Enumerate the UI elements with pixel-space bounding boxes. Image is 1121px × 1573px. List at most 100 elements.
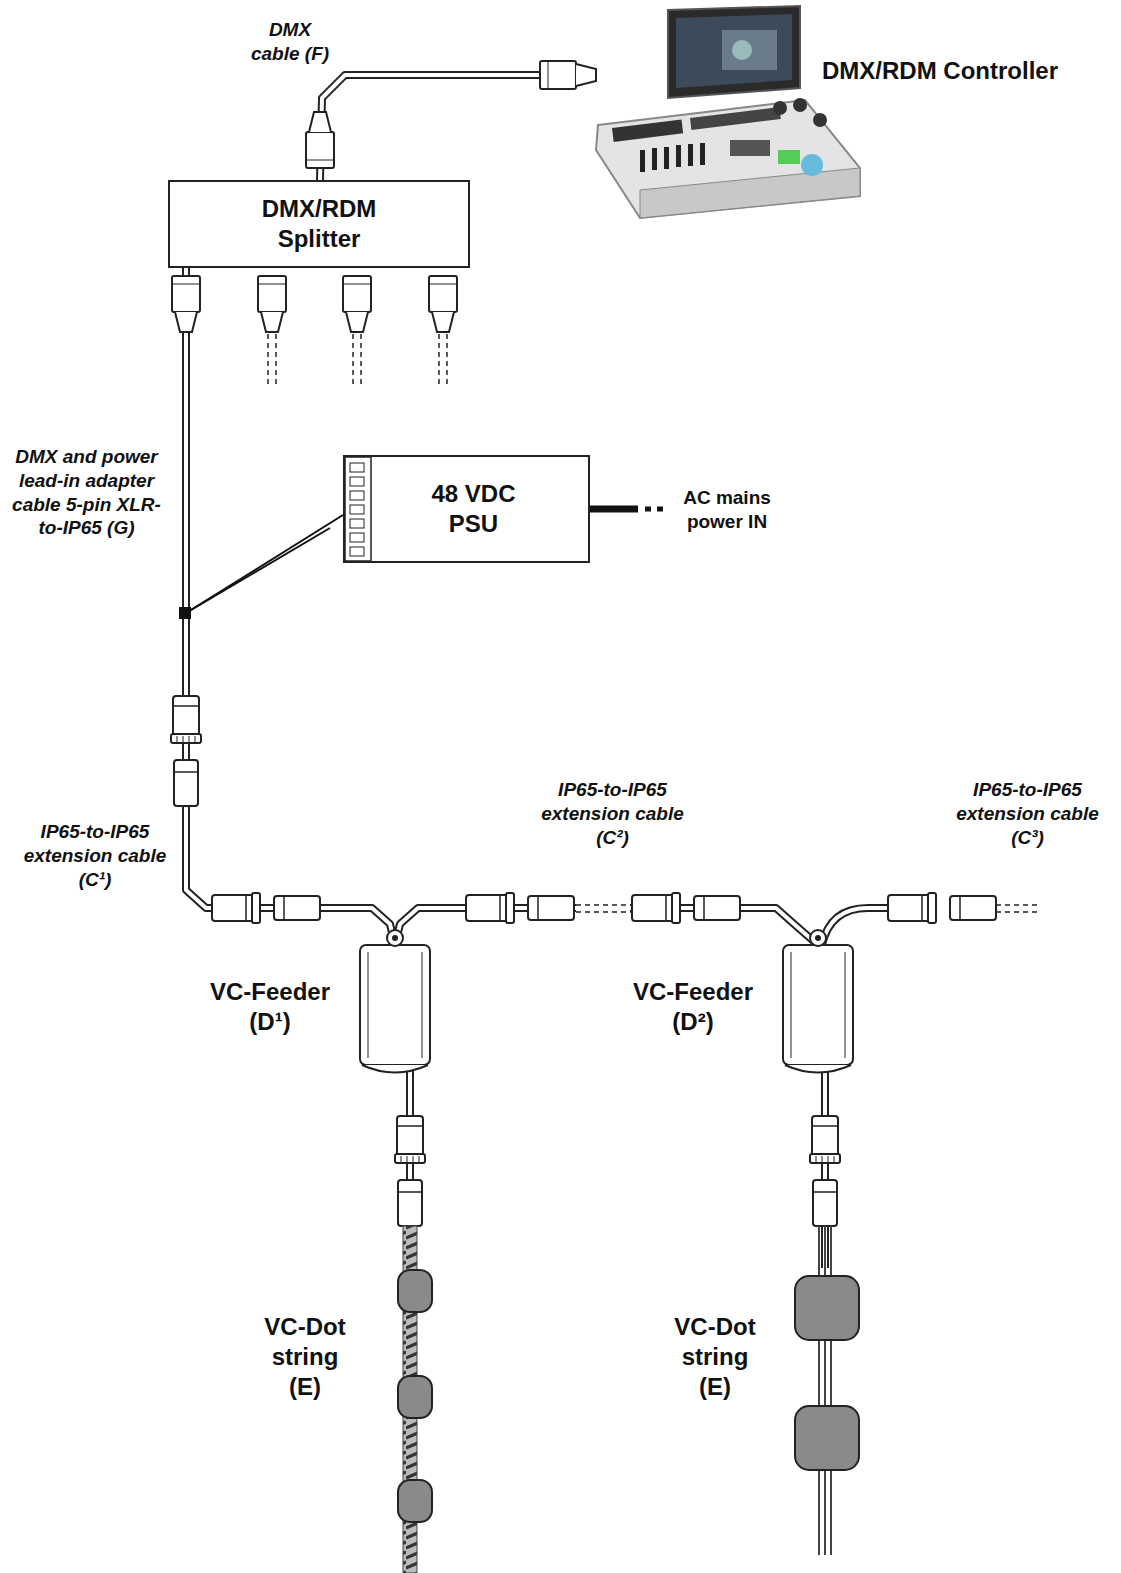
drawing-part xyxy=(822,908,890,945)
drawing-part xyxy=(422,952,423,1058)
dot-string: VC-Dot string (E) xyxy=(792,1268,862,1568)
cable-gap xyxy=(576,898,630,918)
drawing-part xyxy=(540,61,596,89)
node-label: VC-Dot string (E) xyxy=(255,1312,355,1402)
dmx-plug xyxy=(306,112,334,168)
drawing-part xyxy=(652,148,657,170)
splitter-box: DMX/RDM Splitter xyxy=(168,180,470,268)
wire-line xyxy=(186,515,395,945)
ip65-plug xyxy=(888,893,936,923)
drawing-part xyxy=(612,119,683,141)
dot-string: VC-Dot string (E) xyxy=(395,1268,435,1568)
node-label: VC-Feeder (D²) xyxy=(613,977,773,1037)
drawing-part xyxy=(700,143,705,165)
drawing-part xyxy=(360,334,362,385)
drawing-part xyxy=(640,150,645,172)
node-label: DMX/RDM Controller xyxy=(822,56,1058,86)
drawing-part xyxy=(822,908,890,945)
feeder-housing xyxy=(360,930,430,1073)
feeder-box: VC-Feeder (D¹) xyxy=(360,945,430,1065)
drawing-part xyxy=(398,1270,432,1312)
cable-outline xyxy=(186,268,395,945)
dot-bead xyxy=(795,1276,859,1470)
drawing-part xyxy=(664,147,669,169)
ip65-plug xyxy=(171,696,201,743)
ac-cable xyxy=(590,506,638,513)
feeder-housing xyxy=(783,930,853,1073)
controller-console xyxy=(596,6,860,218)
cable-label: DMX and power lead-in adapter cable 5-pi… xyxy=(4,445,169,540)
drawing-part xyxy=(676,145,681,167)
feeder-box: VC-Feeder (D²) xyxy=(783,945,853,1065)
drawing-part xyxy=(576,911,632,913)
drawing-part xyxy=(795,1406,859,1470)
ip65-socket xyxy=(950,896,996,920)
cable-label: IP65-to-IP65 extension cable (C³) xyxy=(945,778,1110,849)
drawing-part xyxy=(596,100,860,218)
drawing-part xyxy=(350,547,364,556)
xlr-output xyxy=(258,276,286,332)
drawing-part xyxy=(795,1276,859,1340)
drawing-part xyxy=(778,150,800,164)
drawing-part xyxy=(722,30,777,70)
drawing-part xyxy=(645,507,651,512)
drawing-part xyxy=(640,168,860,218)
ip65-socket xyxy=(174,760,198,806)
drawing-part xyxy=(368,952,369,1058)
ac-cable-dash xyxy=(645,507,663,512)
xlr-output xyxy=(343,276,371,332)
drawing-part xyxy=(783,945,853,1065)
drawing-part xyxy=(350,519,364,528)
cable-label: DMX cable (F) xyxy=(250,18,330,66)
drawing-part xyxy=(732,40,752,60)
terminal xyxy=(350,463,364,556)
ip65-plug xyxy=(466,893,514,923)
drawing-part xyxy=(813,113,827,127)
ip65-socket xyxy=(398,1180,422,1226)
drawing-part xyxy=(730,140,770,156)
drawing-part xyxy=(392,935,398,941)
cable-core xyxy=(186,268,395,945)
ip65-plug xyxy=(632,893,680,923)
cable-label: IP65-to-IP65 extension cable (C²) xyxy=(530,778,695,849)
drawing-part xyxy=(690,107,781,130)
drawing-part xyxy=(350,477,364,486)
drawing-part xyxy=(815,935,821,941)
node-label: DMX/RDM Splitter xyxy=(234,194,404,254)
cable xyxy=(186,268,395,945)
drawing-part xyxy=(996,911,1040,913)
wire-layer xyxy=(186,515,395,945)
drawing-part xyxy=(352,334,354,385)
drawing-part xyxy=(398,1376,432,1418)
cable-junction xyxy=(179,607,191,619)
drawing-part xyxy=(360,945,430,1065)
drawing-part xyxy=(676,14,792,88)
drawing-part xyxy=(793,98,807,112)
drawing-part xyxy=(785,1065,851,1073)
drawing-part xyxy=(350,505,364,514)
drawing-part xyxy=(350,533,364,542)
drawing-part xyxy=(438,334,440,385)
dot-bead xyxy=(398,1270,432,1522)
drawing-part xyxy=(657,507,663,512)
drawing-part xyxy=(446,334,448,385)
cable-core xyxy=(320,75,590,180)
node-label: VC-Dot string (E) xyxy=(665,1312,765,1402)
drawing-part xyxy=(398,1480,432,1522)
drawing-part xyxy=(640,140,770,172)
power-wire xyxy=(186,528,330,613)
node-label: 48 VDC PSU xyxy=(424,479,524,539)
drawing-part xyxy=(791,952,792,1058)
drawing-part xyxy=(387,930,403,946)
drawing-part xyxy=(267,334,269,385)
ip65-socket xyxy=(813,1180,837,1226)
cable-layer xyxy=(186,75,825,1268)
cable xyxy=(320,75,590,180)
drawing-part xyxy=(996,904,1040,906)
dmx-plug xyxy=(540,61,596,89)
controller: DMX/RDM Controller xyxy=(590,10,860,215)
drawing-part xyxy=(688,144,693,166)
psu-box: 48 VDC PSU xyxy=(343,455,590,563)
drawing-part xyxy=(810,930,826,946)
